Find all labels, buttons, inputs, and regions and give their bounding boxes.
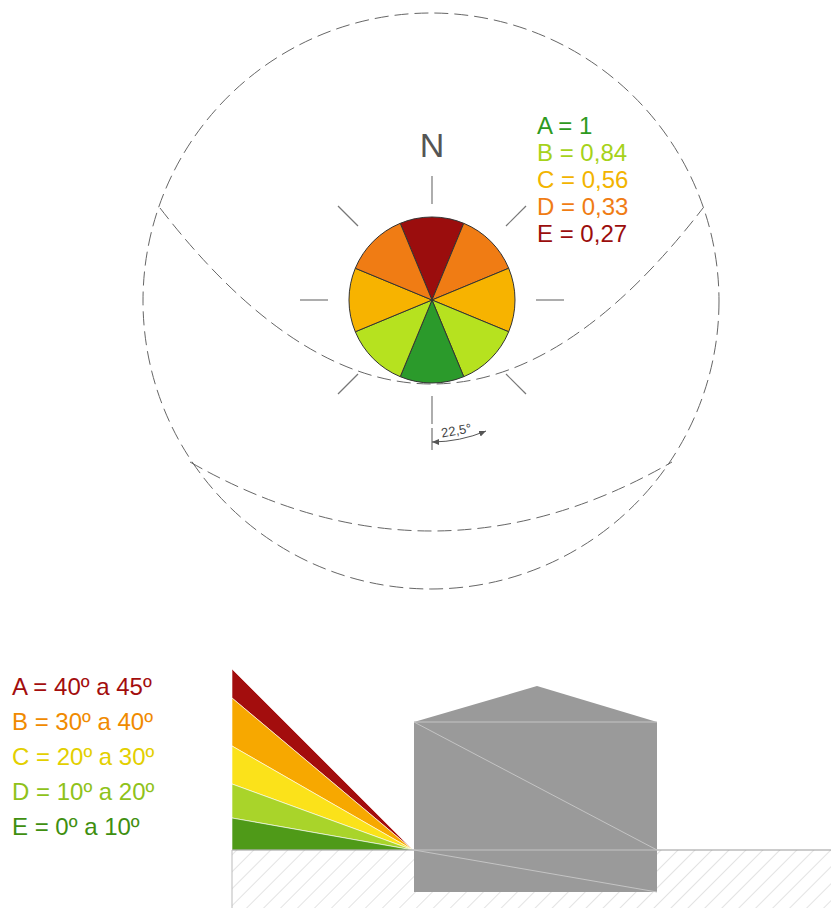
wheel-sector <box>355 223 432 300</box>
sky-dome <box>143 13 719 589</box>
value-label: A = 1 <box>537 114 592 138</box>
value-label: C = 0,56 <box>537 168 628 192</box>
value-label: B = 30º a 40º <box>12 710 153 734</box>
value-label: D = 10º a 20º <box>12 780 154 804</box>
value-label: E = 0,27 <box>537 222 627 246</box>
value-label: D = 0,33 <box>537 195 628 219</box>
value-label: C = 20º a 30º <box>12 745 154 769</box>
sun-angle-wedges <box>232 669 413 850</box>
compass-north: N <box>420 128 445 162</box>
value-label: A = 40º a 45º <box>12 675 152 699</box>
compass-ticks <box>300 176 564 424</box>
value-label: E = 0º a 10º <box>12 815 140 839</box>
value-label: B = 0,84 <box>537 141 627 165</box>
orientation-wheel <box>349 217 515 383</box>
building <box>414 686 657 892</box>
